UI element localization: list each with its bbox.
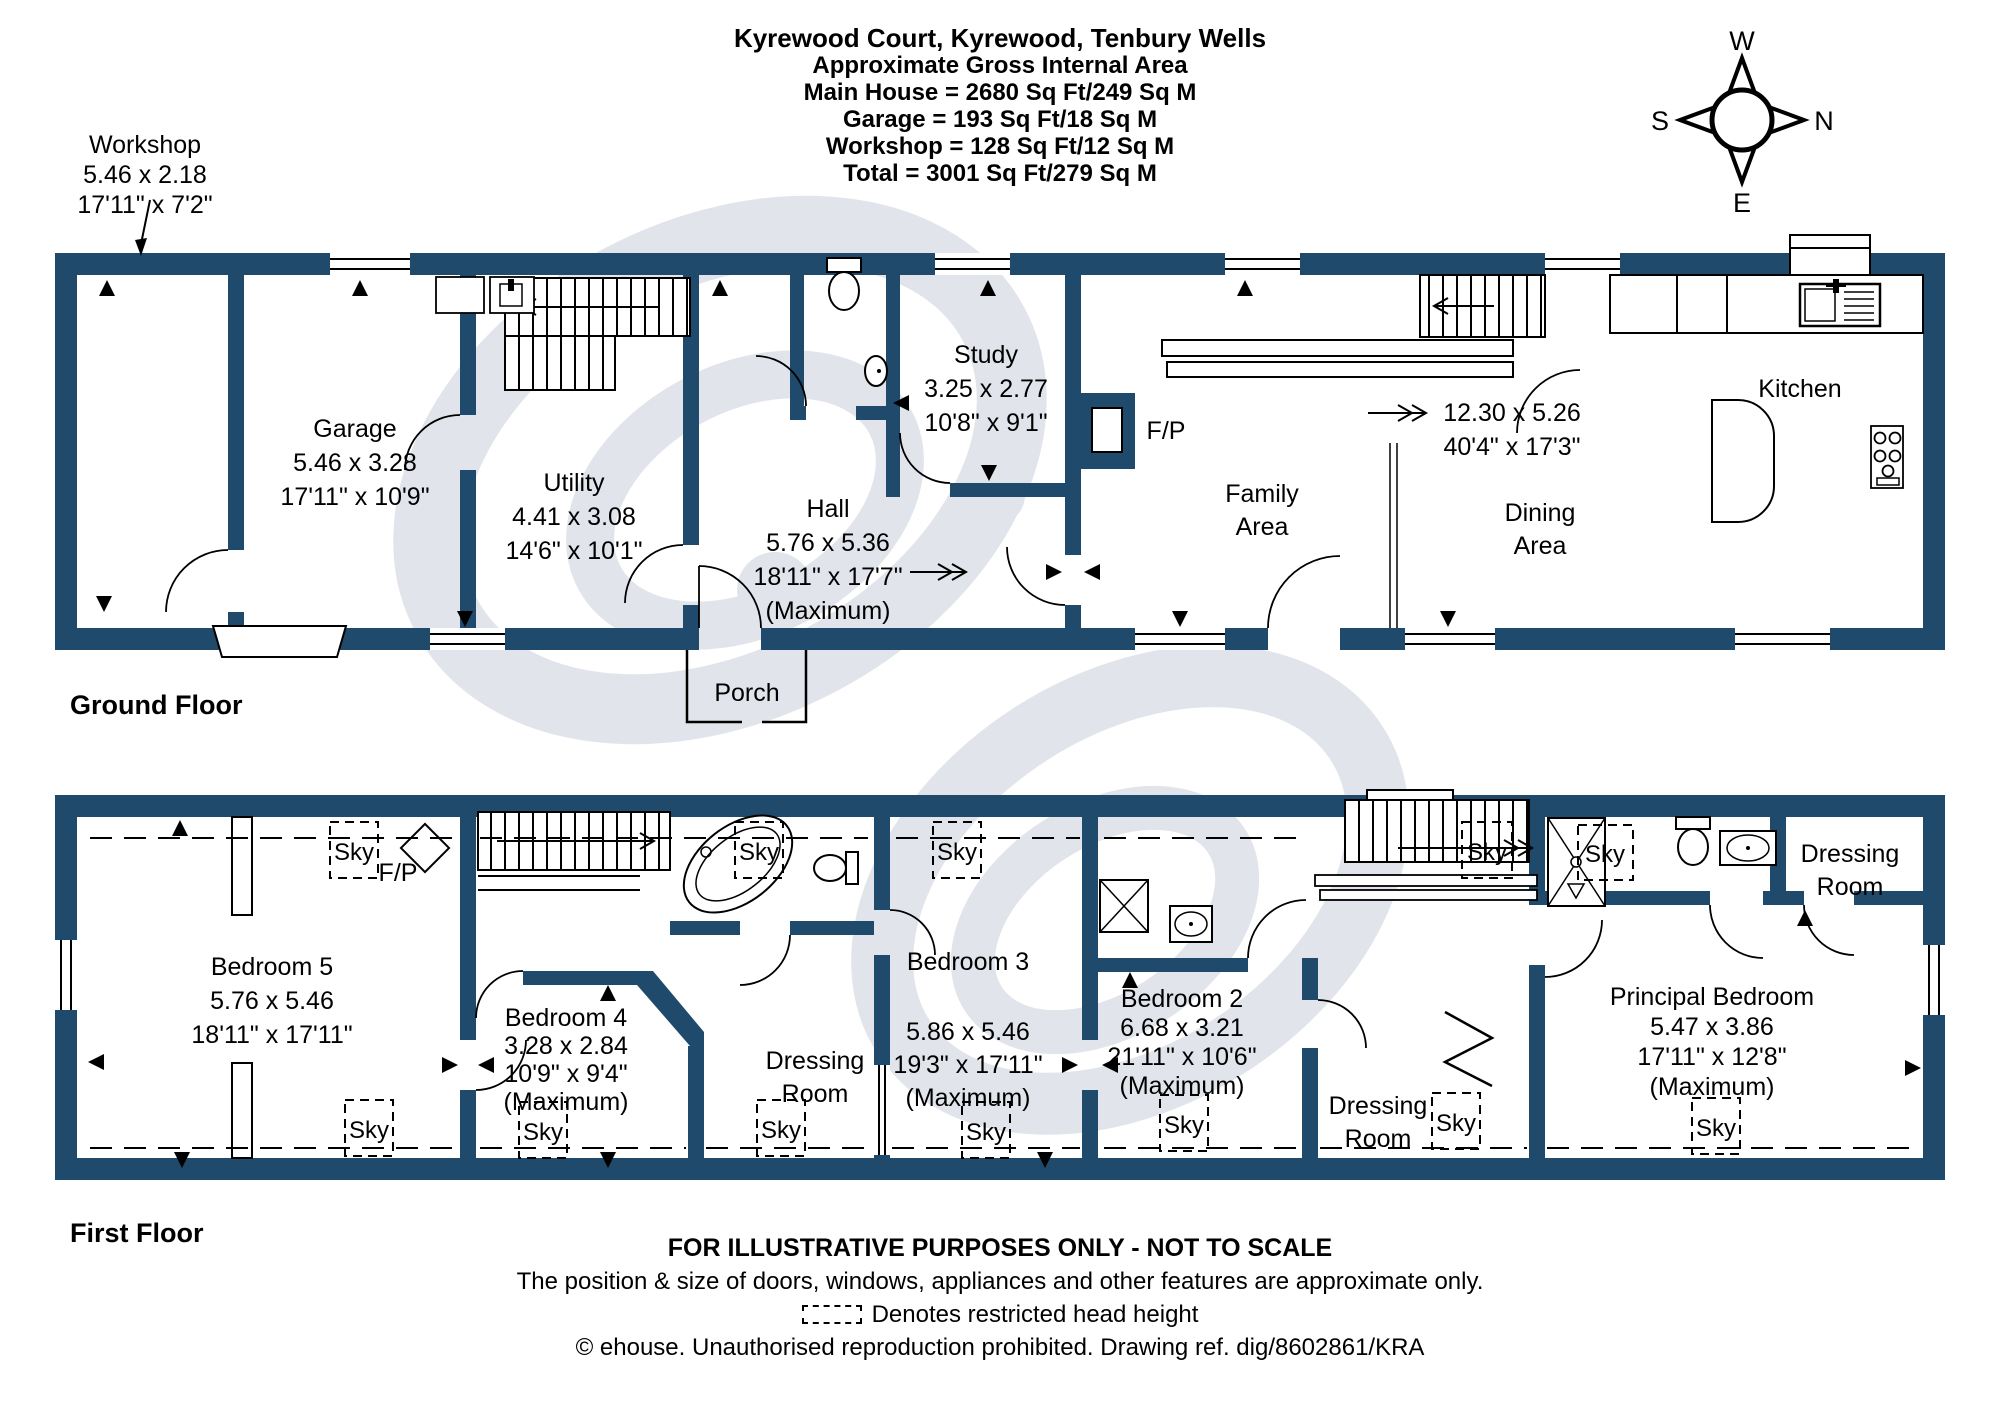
- skylight-label: Sky: [349, 1117, 389, 1144]
- title-block: Kyrewood Court, Kyrewood, Tenbury Wells …: [0, 24, 2000, 187]
- skylight-label: Sky: [937, 839, 977, 866]
- staircase-icon: [1314, 799, 1538, 901]
- wardrobe-rail: [1442, 1010, 1495, 1088]
- workshop-area: Workshop = 128 Sq Ft/12 Sq M: [825, 133, 1175, 160]
- compass-east-label: E: [1733, 188, 1751, 218]
- room-label-porch: Porch: [714, 679, 780, 707]
- room-label-dressing-room-2: Dressing Room: [1328, 1092, 1428, 1153]
- first-floor-label: First Floor: [70, 1218, 204, 1248]
- skylight-label: Sky: [1696, 1115, 1736, 1142]
- porch-outline: [685, 650, 808, 724]
- room-label-bedroom3: Bedroom 3: [906, 948, 1030, 976]
- room-label-dressing-room-3: Dressing Room: [1800, 840, 1900, 901]
- fireplace-label: F/P: [378, 859, 418, 887]
- room-label-family-area: Family Area: [1225, 480, 1299, 541]
- compass-icon: W N E S: [1651, 26, 1834, 218]
- staircase-icon: [1161, 274, 1546, 378]
- door-arc: [165, 355, 1581, 629]
- footer-disclaimer: FOR ILLUSTRATIVE PURPOSES ONLY - NOT TO …: [0, 1232, 2000, 1364]
- door-arc: [475, 899, 1855, 1091]
- dimension-arrow-icon: [135, 199, 1429, 581]
- basin-icon: [1169, 905, 1213, 943]
- staircase-icon: [504, 277, 691, 391]
- room-label-bedroom2: Bedroom 2 6.68 x 3.21 21'11" x 10'6" (Ma…: [1107, 985, 1257, 1100]
- open-plan-dimensions: 12.30 x 5.26 40'4" x 17'3": [1443, 399, 1581, 461]
- main-house-area: Main House = 2680 Sq Ft/249 Sq M: [803, 79, 1197, 106]
- room-label-workshop: Workshop 5.46 x 2.18 17'11" x 7'2": [77, 131, 213, 219]
- room-label-bedroom5: Bedroom 5 5.76 x 5.46 18'11" x 17'11": [191, 953, 353, 1049]
- kitchen-sink-icon: [1798, 279, 1882, 328]
- compass-west-label: W: [1729, 26, 1755, 56]
- room-label-principal-bedroom: Principal Bedroom 5.47 x 3.86 17'11" x 1…: [1609, 983, 1815, 1101]
- room-label-utility: Utility 4.41 x 3.08 14'6" x 10'1": [505, 469, 643, 565]
- footer-line-1: FOR ILLUSTRATIVE PURPOSES ONLY - NOT TO …: [667, 1234, 1333, 1262]
- basin-icon: [864, 355, 888, 387]
- kitchen-island: [1711, 399, 1775, 523]
- toilet-icon: [1675, 816, 1711, 866]
- ground-floor-label: Ground Floor: [70, 690, 243, 720]
- garage-area: Garage = 193 Sq Ft/18 Sq M: [842, 106, 1158, 133]
- compass-north-label: N: [1814, 106, 1834, 136]
- room-label-dressing-room-1: Dressing Room: [765, 1047, 865, 1108]
- footer-line-4: © ehouse. Unauthorised reproduction proh…: [575, 1334, 1425, 1361]
- basin-icon: [1719, 830, 1777, 866]
- fireplace-label: F/P: [1146, 417, 1186, 445]
- roof-column: [231, 816, 253, 916]
- room-label-garage: Garage 5.46 x 3.28 17'11" x 10'9": [280, 415, 430, 511]
- shower-icon: [1099, 879, 1149, 933]
- restricted-height-legend: Denotes restricted head height: [0, 1298, 2000, 1331]
- hob-icon: [1870, 425, 1904, 489]
- property-title: Kyrewood Court, Kyrewood, Tenbury Wells: [733, 23, 1267, 53]
- total-area: Total = 3001 Sq Ft/279 Sq M: [843, 160, 1157, 187]
- window-direction-arrows: [88, 820, 1921, 1168]
- window-direction-arrows: [96, 280, 1456, 627]
- skylight-label: Sky: [1164, 1112, 1204, 1139]
- roof-column: [231, 1062, 253, 1159]
- toilet-icon: [813, 851, 859, 885]
- window-icon: [330, 234, 1871, 650]
- footer-line-3: Denotes restricted head height: [871, 1301, 1199, 1328]
- skylight-label: Sky: [1467, 839, 1507, 866]
- appliance-icon: [435, 276, 535, 314]
- room-dims-bedroom3: 5.86 x 5.46 19'3" x 17'11" (Maximum): [893, 1018, 1043, 1112]
- skylight-boxes: Sky Sky Sky Sky Sky Sky Sky Sky Sky Sky …: [329, 821, 1741, 1159]
- bathtub-icon: [682, 814, 794, 914]
- skylight-label: Sky: [1436, 1110, 1476, 1137]
- first-floor-plan: Sky Sky Sky Sky Sky Sky Sky Sky Sky Sky …: [55, 789, 1945, 1180]
- skylight-label: Sky: [334, 839, 374, 866]
- shower-icon: [1547, 817, 1606, 907]
- restricted-head-height-line: [90, 837, 1920, 1149]
- skylight-label: Sky: [761, 1117, 801, 1144]
- garage-step: [211, 625, 348, 658]
- room-label-dining-area: Dining Area: [1504, 499, 1576, 560]
- room-label-kitchen: Kitchen: [1758, 375, 1842, 403]
- area-subtitle: Approximate Gross Internal Area: [812, 52, 1188, 79]
- footer-line-2: The position & size of doors, windows, a…: [516, 1268, 1484, 1295]
- restricted-height-legend-box: [801, 1305, 862, 1324]
- skylight-label: Sky: [966, 1119, 1006, 1146]
- room-label-study: Study 3.25 x 2.77 10'8" x 9'1": [924, 341, 1048, 437]
- toilet-icon: [826, 257, 862, 311]
- compass-south-label: S: [1651, 106, 1669, 136]
- staircase-icon: [477, 811, 671, 891]
- fireplace-icon: [1091, 407, 1123, 453]
- room-label-hall: Hall 5.76 x 5.36 18'11" x 17'7" (Maximum…: [753, 495, 903, 625]
- skylight-label: Sky: [739, 839, 779, 866]
- room-label-bedroom4: Bedroom 4 3.28 x 2.84 10'9" x 9'4" (Maxi…: [503, 1004, 629, 1116]
- skylight-label: Sky: [1585, 841, 1625, 868]
- skylight-label: Sky: [523, 1119, 563, 1146]
- ground-floor-plan: [55, 199, 1945, 724]
- fireplace-icon: [399, 822, 451, 874]
